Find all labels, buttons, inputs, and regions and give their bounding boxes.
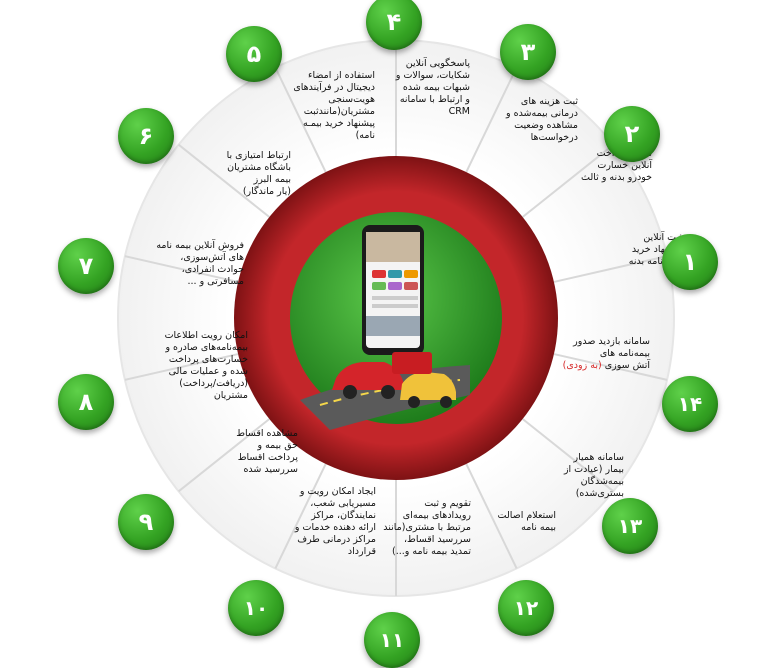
segment-text-7: فروش آنلاین بیمه نامه های آتش‌سوزی، حواد… xyxy=(114,240,244,288)
segment-text-13: سامانه همیار بیمار (عیادت از بیمه‌شدگان … xyxy=(514,452,624,500)
segment-number-badge-3: ۳ xyxy=(500,24,556,80)
segment-number-badge-13: ۱۳ xyxy=(602,498,658,554)
segment-text-body: ثبت هزینه های درمانی بیمه‌شده و مشاهده و… xyxy=(506,96,578,143)
segment-text-5: استفاده از امضاء دیجیتال در فرآیندهای هو… xyxy=(250,70,375,142)
segment-number-badge-5: ۵ xyxy=(226,26,282,82)
segment-number-badge-10: ۱۰ xyxy=(228,580,284,636)
segment-text-9: مشاهده اقساط حق بیمه و پرداخت اقساط سررس… xyxy=(168,428,298,476)
segment-text-8: امکان رویت اطلاعات بیمه‌نامه‌های صادره و… xyxy=(108,330,248,402)
segment-text-body: امکان رویت اطلاعات بیمه‌نامه‌های صادره و… xyxy=(165,330,248,401)
segment-text-12: استعلام اصالت بیمه نامه xyxy=(446,510,556,534)
segment-number-badge-9: ۹ xyxy=(118,494,174,550)
segment-number-badge-14: ۱۴ xyxy=(662,376,718,432)
segment-text-body: استعلام اصالت بیمه نامه xyxy=(498,510,556,533)
segment-number-badge-12: ۱۲ xyxy=(498,580,554,636)
segment-text-body: استفاده از امضاء دیجیتال در فرآیندهای هو… xyxy=(293,70,375,141)
segment-number-badge-1: ۱ xyxy=(662,234,718,290)
segment-number-badge-8: ۸ xyxy=(58,374,114,430)
segment-number-badge-6: ۶ xyxy=(118,108,174,164)
segment-text-body: سامانه همیار بیمار (عیادت از بیمه‌شدگان … xyxy=(564,452,624,499)
phone-illustration xyxy=(362,225,424,355)
segment-text-body: فروش آنلاین بیمه نامه های آتش‌سوزی، حواد… xyxy=(156,240,244,287)
segment-number-badge-7: ۷ xyxy=(58,238,114,294)
segment-text-body: ارتباط امتیازی با باشگاه مشتریان بیمه ال… xyxy=(227,150,291,197)
segment-text-3: ثبت هزینه های درمانی بیمه‌شده و مشاهده و… xyxy=(458,96,578,144)
segment-text-body: پاسخگویی آنلاین شکایات، سوالات و شبهات ب… xyxy=(396,58,470,117)
segment-text-14: سامانه بازدید صدور بیمه‌نامه های آتش سوز… xyxy=(520,336,650,372)
segment-text-highlight: (به زودی) xyxy=(563,360,605,371)
segment-text-body: مشاهده اقساط حق بیمه و پرداخت اقساط سررس… xyxy=(236,428,298,475)
segment-text-6: ارتباط امتیازی با باشگاه مشتریان بیمه ال… xyxy=(166,150,291,198)
segment-number-badge-11: ۱۱ xyxy=(364,612,420,668)
segment-number-badge-2: ۲ xyxy=(604,106,660,162)
